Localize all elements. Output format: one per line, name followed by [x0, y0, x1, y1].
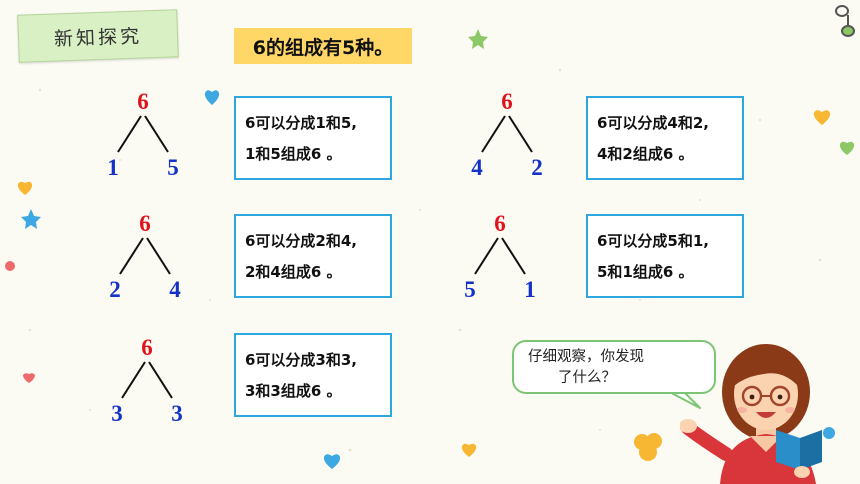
tree-part-left: 2 — [109, 277, 121, 302]
tree-total: 6 — [137, 89, 149, 114]
tree-part-right: 2 — [531, 155, 543, 180]
flower-decor-icon — [634, 433, 662, 461]
tree-part-right: 1 — [524, 277, 536, 302]
tree-part-right: 5 — [167, 155, 179, 180]
star-decor-icon — [468, 29, 488, 49]
explanation-box-1: 6可以分成1和5, 1和5组成6 。 — [234, 96, 392, 180]
heart-decor-icon — [23, 373, 35, 383]
explanation-line-1: 6可以分成3和3, — [245, 351, 358, 369]
tree-branches — [474, 237, 526, 275]
explanation-box-5: 6可以分成5和1, 5和1组成6 。 — [586, 214, 744, 298]
tree-total: 6 — [141, 335, 153, 360]
heart-decor-icon — [839, 141, 855, 155]
section-tag: 新知探究 — [17, 9, 179, 63]
explanation-line-2: 3和3组成6 。 — [245, 382, 342, 400]
dot-decor-icon — [823, 427, 835, 439]
number-tree-1: 6 1 5 — [98, 90, 188, 182]
explanation-line-2: 4和2组成6 。 — [597, 145, 694, 163]
tree-part-right: 3 — [171, 401, 183, 426]
dot-decor-icon — [5, 261, 15, 271]
tree-part-left: 1 — [107, 155, 119, 180]
tree-part-right: 4 — [169, 277, 181, 302]
number-tree-3: 6 3 3 — [102, 336, 192, 428]
explanation-line-1: 6可以分成2和4, — [245, 232, 358, 250]
explanation-line-2: 2和4组成6 。 — [245, 263, 342, 281]
explanation-line-1: 6可以分成5和1, — [597, 232, 710, 250]
star-decor-icon — [21, 209, 41, 229]
music-note-icon — [835, 5, 855, 37]
speech-line-1: 仔细观察，你发现 — [528, 349, 644, 365]
tree-branches — [121, 361, 173, 399]
explanation-line-1: 6可以分成4和2, — [597, 114, 710, 132]
tree-branches — [481, 115, 533, 153]
heart-decor-icon — [204, 90, 220, 105]
tree-total: 6 — [501, 89, 513, 114]
page-heading: 6的组成有5种。 — [234, 28, 412, 64]
explanation-line-1: 6可以分成1和5, — [245, 114, 358, 132]
speech-line-2: 了什么？ — [558, 370, 616, 386]
number-tree-5: 6 5 1 — [455, 212, 545, 304]
section-tag-label: 新知探究 — [53, 24, 143, 51]
teacher-illustration — [680, 344, 822, 484]
explanation-box-4: 6可以分成4和2, 4和2组成6 。 — [586, 96, 744, 180]
heart-decor-icon — [323, 454, 341, 469]
tree-branches — [117, 115, 169, 153]
explanation-line-2: 5和1组成6 。 — [597, 263, 694, 281]
tree-part-left: 5 — [464, 277, 476, 302]
number-tree-4: 6 4 2 — [462, 90, 552, 182]
explanation-box-2: 6可以分成2和4, 2和4组成6 。 — [234, 214, 392, 298]
tree-total: 6 — [139, 211, 151, 236]
tree-branches — [119, 237, 171, 275]
heart-decor-icon — [461, 443, 477, 457]
tree-part-left: 3 — [111, 401, 123, 426]
heart-decor-icon — [813, 110, 831, 125]
tree-part-left: 4 — [471, 155, 483, 180]
heart-decor-icon — [17, 181, 33, 195]
speech-bubble: 仔细观察，你发现 了什么？ — [512, 340, 716, 394]
explanation-line-2: 1和5组成6 。 — [245, 145, 342, 163]
number-tree-2: 6 2 4 — [100, 212, 190, 304]
explanation-box-3: 6可以分成3和3, 3和3组成6 。 — [234, 333, 392, 417]
tree-total: 6 — [494, 211, 506, 236]
